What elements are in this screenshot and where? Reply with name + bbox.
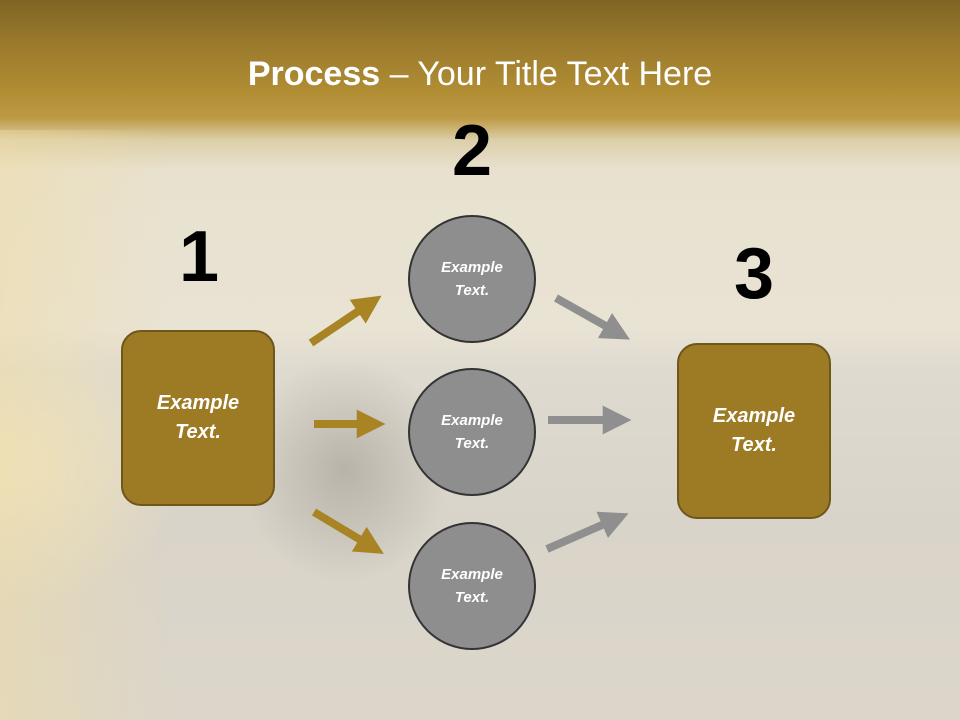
step-number-2: 2 [451, 111, 493, 191]
step-1-text: Example Text. [156, 392, 240, 443]
step-3-box: Example Text. [677, 343, 831, 519]
slide-title: Process – Your Title Text Here [0, 52, 960, 96]
step-number-1: 1 [178, 217, 220, 297]
step-number-3: 3 [733, 234, 775, 314]
arrow-1-to-top [308, 295, 382, 347]
step-2-node-bottom: Example Text. [408, 522, 536, 650]
step-3-text: Example Text. [712, 405, 796, 456]
node-bottom-text: Example Text. [441, 566, 503, 606]
arrow-bottom-to-3 [545, 511, 629, 553]
node-middle-text: Example Text. [441, 412, 503, 452]
arrow-top-to-3 [554, 294, 631, 340]
step-1-box: Example Text. [121, 330, 275, 506]
title-rest: – Your Title Text Here [380, 55, 713, 93]
arrow-1-to-bottom [311, 508, 384, 554]
step-2-node-top: Example Text. [408, 215, 536, 343]
title-bold: Process [247, 55, 381, 93]
node-top-text: Example Text. [441, 259, 503, 299]
step-2-node-middle: Example Text. [408, 368, 536, 496]
